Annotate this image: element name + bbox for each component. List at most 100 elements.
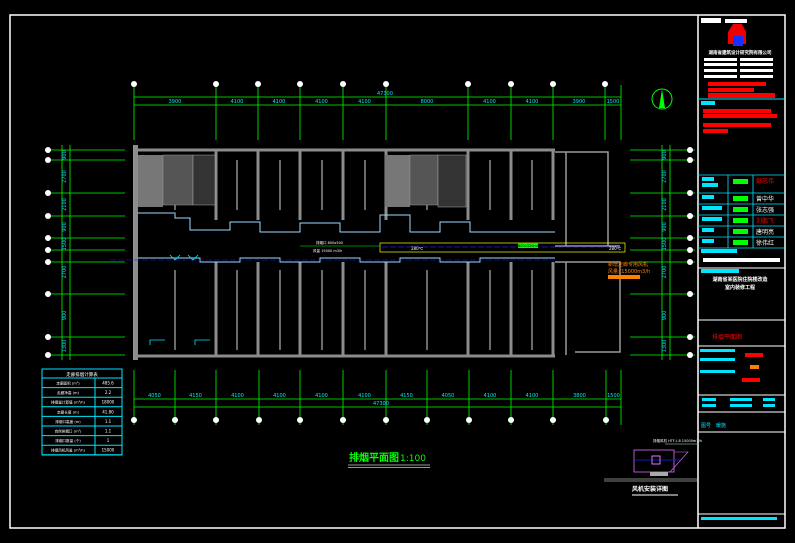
sheet-name: 排烟平面图	[712, 333, 742, 341]
axis-bubble	[687, 247, 693, 253]
table-row-label: 排烟口数量 (个)	[55, 438, 81, 443]
dimension-label: 4100	[231, 393, 244, 399]
dimension-label: 1300	[662, 340, 668, 353]
duct-temp-label: 280℃	[411, 246, 424, 251]
axis-bubble	[687, 352, 693, 358]
drawing-title: 排烟平面图	[349, 451, 399, 464]
dimension-label: 2100	[62, 198, 68, 211]
axis-bubble	[45, 147, 51, 153]
dimension-label: 4100	[315, 99, 328, 105]
fan-detail-title: 风机安装详图	[632, 485, 668, 493]
axis-bubble	[297, 81, 303, 87]
dimension-label: 900	[62, 311, 68, 321]
table-row-label: 走廊净高 (m)	[57, 390, 79, 395]
sheet-number: 暖施	[716, 422, 726, 429]
table-row-label: 排烟风机风量 (m³/h)	[51, 448, 86, 453]
axis-bubble	[297, 417, 303, 423]
axis-bubble	[687, 334, 693, 340]
dimension-label: 4100	[483, 99, 496, 105]
axis-bubble	[550, 417, 556, 423]
table-row-label: 走廊长度 (m)	[57, 409, 79, 414]
dimension-label: 4100	[526, 393, 539, 399]
axis-bubble	[687, 190, 693, 196]
axis-bubble	[131, 81, 137, 87]
axis-bubble	[256, 417, 262, 423]
sheet-number-label: 图号	[701, 423, 711, 429]
dimension-label: 4050	[442, 393, 455, 399]
axis-bubble	[213, 417, 219, 423]
signature: 曾中华	[756, 195, 774, 203]
axis-bubble	[687, 291, 693, 297]
fan-detail-note: 排烟风机 HTF-I-8 15000m3/h	[653, 438, 702, 443]
table-row-value: 15000	[102, 448, 115, 453]
axis-bubble	[45, 259, 51, 265]
dimension-label: 900	[62, 150, 68, 160]
dimension-label: 2700	[662, 266, 668, 279]
dimension-label: 8000	[421, 99, 434, 105]
axis-bubble	[687, 259, 693, 265]
axis-bubble	[45, 157, 51, 163]
signature: 徐伟红	[756, 239, 774, 247]
dimension-label: 4100	[315, 393, 328, 399]
dimension-label: 4100	[273, 393, 286, 399]
axis-bubble	[340, 81, 346, 87]
dimension-total: 47300	[377, 91, 393, 97]
company-name: 湖南省建筑设计研究院有限公司	[709, 49, 772, 56]
subproject-name: 室内装修工程	[725, 284, 755, 291]
axis-bubble	[45, 190, 51, 196]
axis-bubble	[687, 213, 693, 219]
axis-bubble	[687, 157, 693, 163]
dimension-label: 2700	[662, 170, 668, 183]
dimension-total: 47300	[373, 401, 389, 407]
fan-note: 新增走廊专用风机	[608, 261, 648, 268]
axis-bubble	[602, 81, 608, 87]
dimension-label: 900	[662, 150, 668, 160]
floor-plan: 800x320mm 280℃ 280℃ 排烟口 800x500 风量 15000…	[110, 145, 650, 360]
table-title: 走廊排烟计算表	[66, 371, 98, 378]
axis-bubble	[687, 235, 693, 241]
signature: 张志强	[756, 206, 774, 214]
smoke-vent-label: 风量 15000 m3/h	[313, 248, 342, 253]
duct-temp-label: 280℃	[609, 246, 622, 251]
dimension-label: 1500	[662, 238, 668, 251]
sheet-frame	[9, 14, 786, 529]
north-arrow-icon	[651, 88, 673, 110]
table-row-label: 走廊面积 (m²)	[56, 381, 80, 386]
table-row-value: 1.1	[105, 429, 112, 434]
axis-bubble	[687, 147, 693, 153]
dimension-label: 4050	[148, 393, 161, 399]
table-row-label: 排烟口高度 (m)	[55, 419, 81, 424]
axis-bubble	[45, 352, 51, 358]
dimension-label: 4100	[231, 99, 244, 105]
dimension-label: 4100	[526, 99, 539, 105]
dimension-label: 1500	[607, 99, 620, 105]
dimension-label: 2700	[62, 170, 68, 183]
dimension-label: 900	[662, 222, 668, 232]
axis-bubble	[340, 417, 346, 423]
dimension-label: 1500	[607, 393, 620, 399]
fan-note: 风量: 15000m3/h	[608, 268, 650, 275]
dimension-label: 2100	[662, 198, 668, 211]
axis-bubble	[383, 417, 389, 423]
dimension-label: 4150	[189, 393, 202, 399]
table-row-value: 1.1	[105, 419, 112, 424]
drawing-scale: 1:100	[400, 454, 426, 464]
smoke-exhaust-duct	[379, 242, 626, 253]
dimension-label: 4100	[273, 99, 286, 105]
table-row-value: 1	[107, 438, 110, 443]
duct-size-label: 800x320mm	[518, 244, 541, 248]
table-row-value: 2.2	[105, 390, 112, 395]
project-name: 湖南省某医院住院楼改造	[712, 276, 768, 283]
axis-bubble	[424, 417, 430, 423]
axis-bubble	[213, 81, 219, 87]
axis-bubble	[45, 235, 51, 241]
axis-bubble	[466, 417, 472, 423]
signature-rows: 彭志伟 曾中华 张志强 刘鹏飞 唐明亮 徐伟红	[702, 177, 774, 247]
dimension-label: 900	[662, 311, 668, 321]
fan-installation-detail: 排烟风机 HTF-I-8 15000m3/h 风机安装详图	[604, 438, 702, 496]
title-block: 湖南省建筑设计研究院有限公司 彭志伟	[697, 15, 785, 528]
dimension-label: 4100	[358, 393, 371, 399]
axis-bubble	[172, 417, 178, 423]
dimension-label: 3900	[169, 99, 182, 105]
signature: 唐明亮	[756, 228, 774, 236]
